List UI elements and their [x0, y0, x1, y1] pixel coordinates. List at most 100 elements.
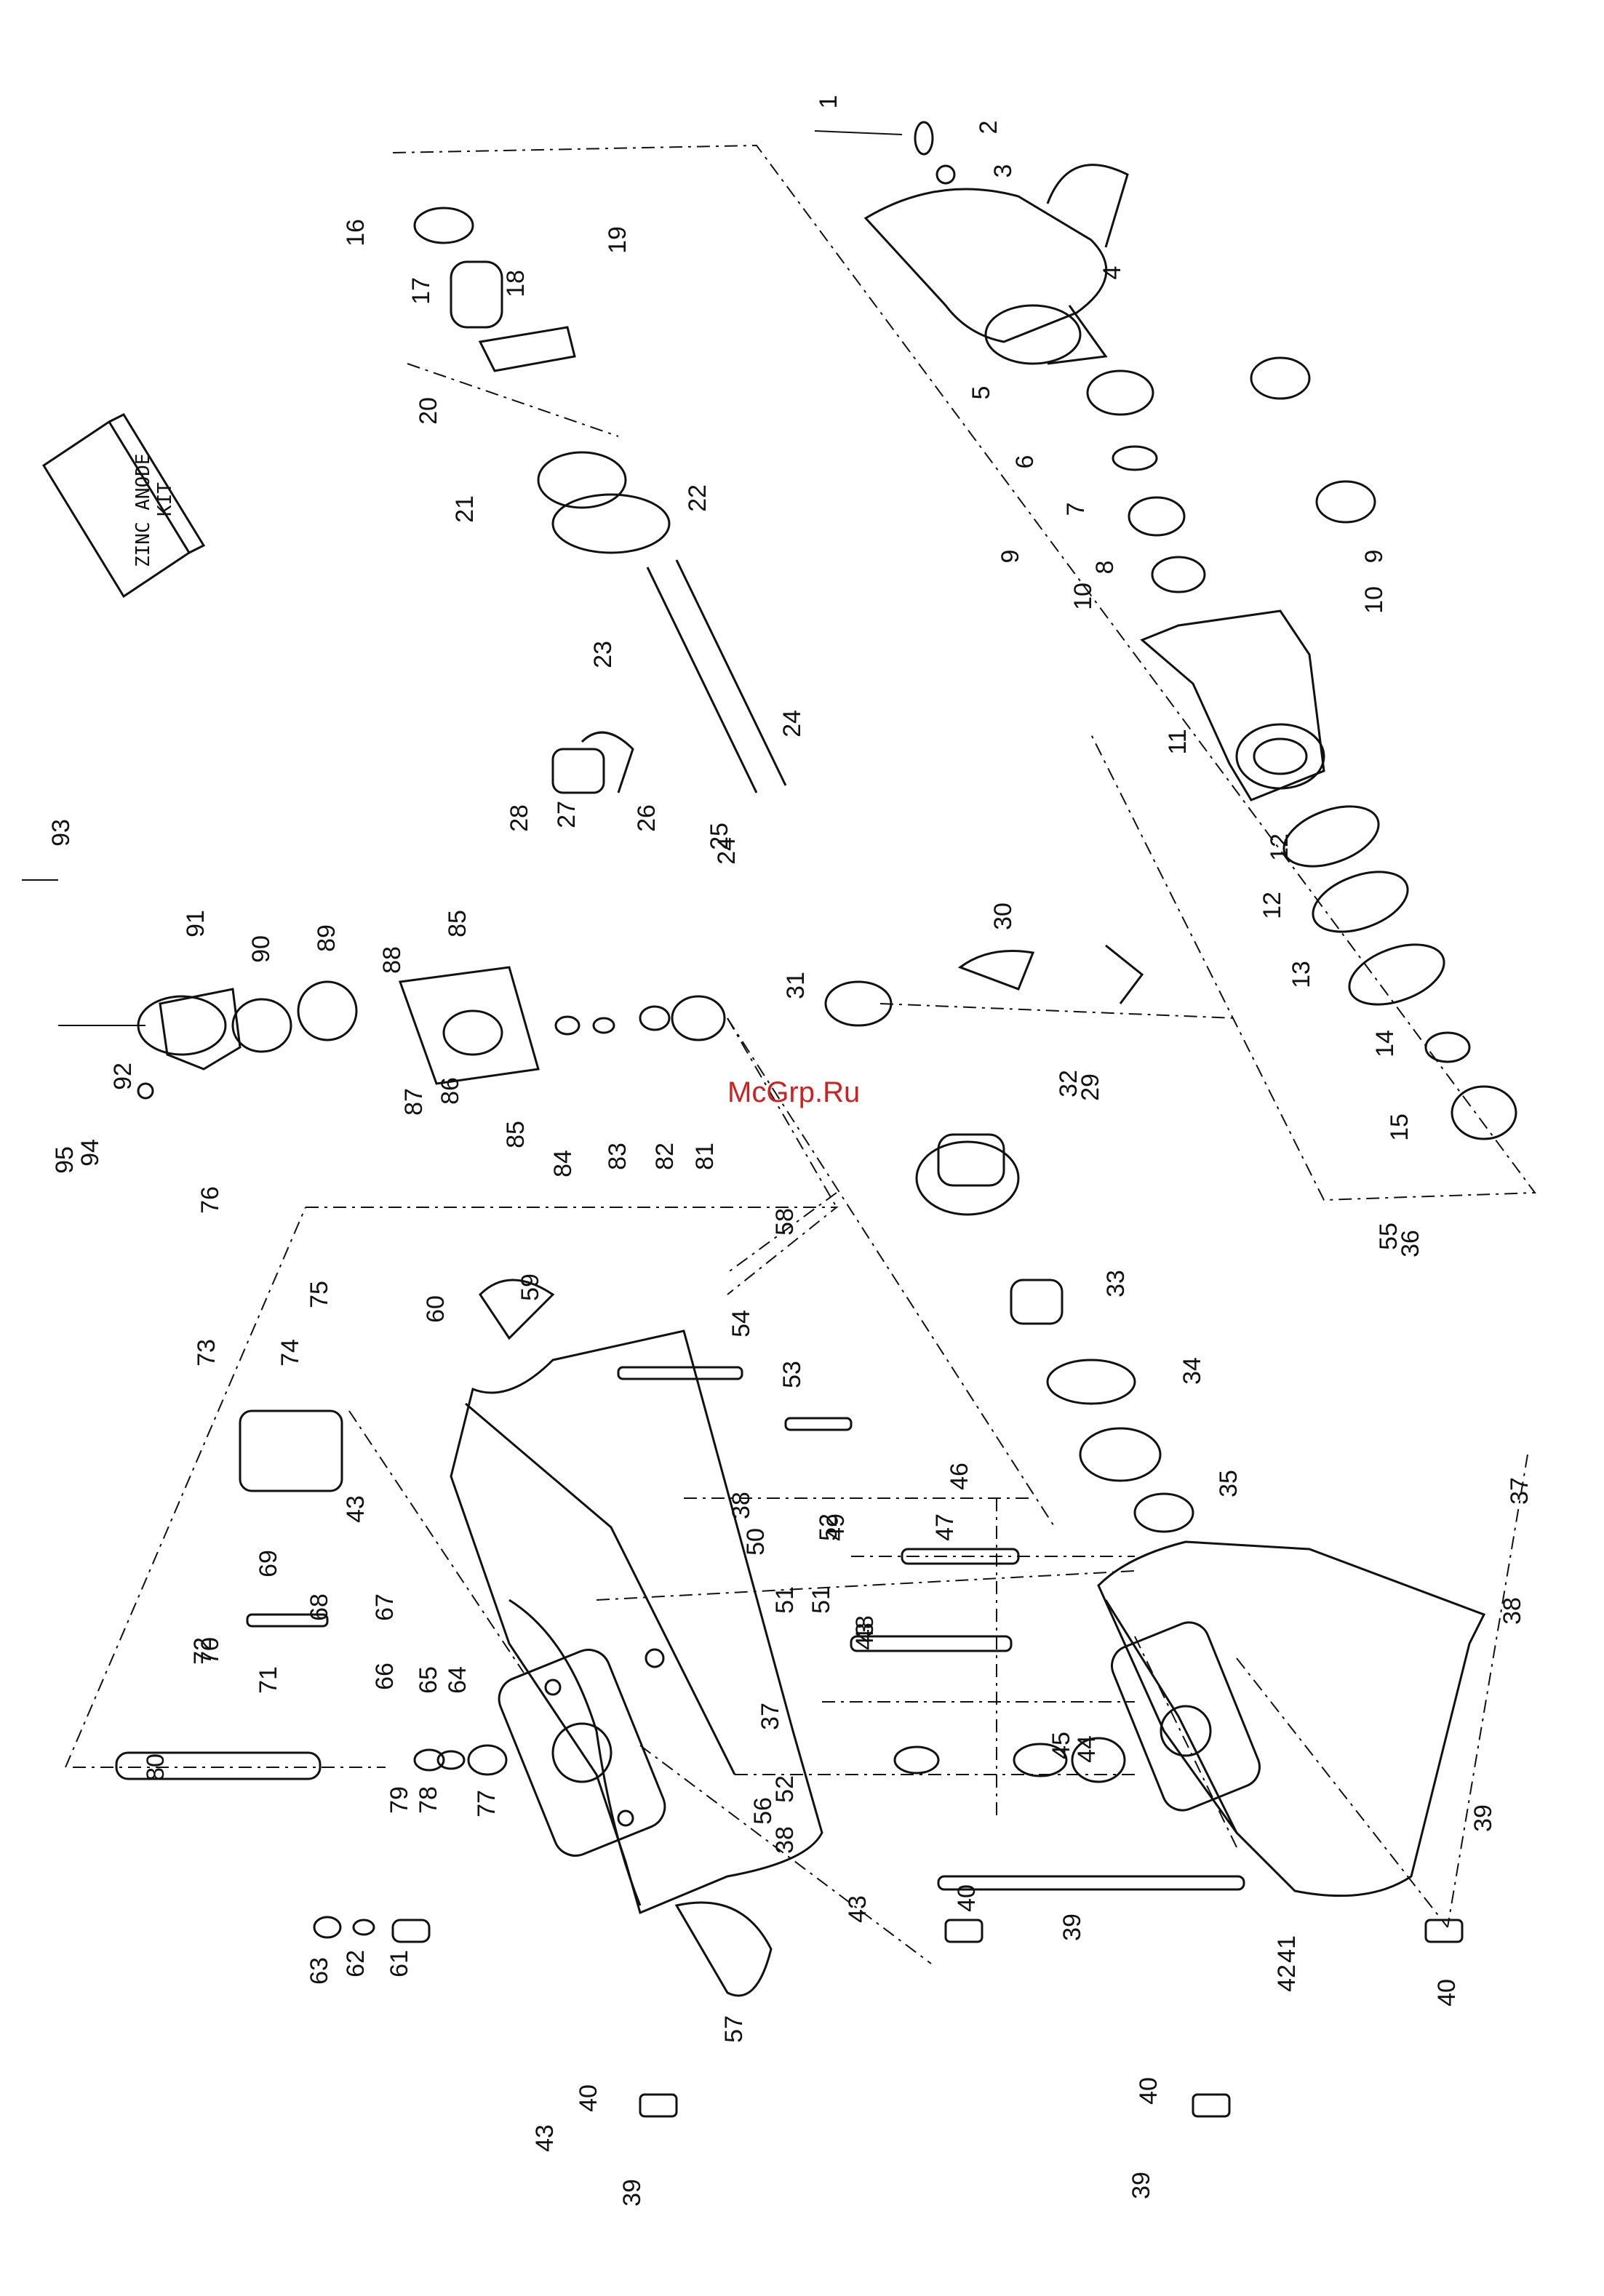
callout-28: 28 — [506, 804, 533, 832]
callout-38: 38 — [1499, 1597, 1526, 1625]
callout-38: 38 — [771, 1826, 799, 1854]
callout-25: 25 — [706, 823, 733, 850]
callout-94: 94 — [76, 1139, 104, 1167]
callout-40: 40 — [1135, 2077, 1162, 2105]
callout-32: 32 — [1055, 1070, 1082, 1097]
callout-43: 43 — [342, 1495, 370, 1523]
callout-63: 63 — [306, 1957, 333, 1985]
callout-5: 5 — [967, 386, 995, 400]
callout-39: 39 — [1469, 1804, 1497, 1832]
callout-24: 24 — [778, 710, 806, 737]
callout-36: 36 — [1397, 1230, 1424, 1257]
callout-87: 87 — [400, 1088, 428, 1116]
callout-43: 43 — [851, 1623, 879, 1650]
callout-33: 33 — [1102, 1270, 1130, 1297]
callout-13: 13 — [1288, 961, 1315, 988]
callout-27: 27 — [553, 801, 580, 828]
callout-17: 17 — [407, 277, 435, 305]
callout-67: 67 — [371, 1593, 399, 1621]
callout-92: 92 — [109, 1063, 137, 1090]
callout-1: 1 — [815, 95, 842, 109]
kit-box-label-line2: KIT — [154, 482, 176, 516]
callout-83: 83 — [604, 1143, 631, 1170]
callout-10: 10 — [1069, 583, 1097, 610]
callout-56: 56 — [749, 1797, 777, 1825]
callout-26: 26 — [633, 804, 661, 832]
callout-46: 46 — [946, 1463, 973, 1490]
callout-48: 48 — [851, 1615, 879, 1643]
callout-65: 65 — [415, 1666, 442, 1694]
callout-51: 51 — [807, 1586, 835, 1614]
callout-52: 52 — [815, 1513, 842, 1541]
callout-19: 19 — [604, 226, 631, 254]
callout-45: 45 — [1048, 1732, 1075, 1759]
callout-10: 10 — [1360, 586, 1388, 614]
callout-66: 66 — [371, 1663, 399, 1690]
callout-70: 70 — [196, 1637, 224, 1665]
gearcase-housing-right — [1097, 1540, 1486, 1897]
callout-2: 2 — [975, 121, 1002, 135]
callout-24: 24 — [713, 837, 741, 865]
callout-20: 20 — [415, 397, 442, 425]
water-pump — [22, 879, 726, 1100]
callout-30: 30 — [989, 903, 1017, 930]
callout-85: 85 — [444, 910, 471, 937]
callout-75: 75 — [306, 1281, 333, 1308]
callout-62: 62 — [342, 1950, 370, 1977]
callout-37: 37 — [1506, 1477, 1533, 1505]
callout-49: 49 — [822, 1513, 850, 1541]
callout-81: 81 — [691, 1143, 719, 1170]
callout-18: 18 — [502, 270, 530, 297]
callout-84: 84 — [549, 1150, 577, 1177]
callout-89: 89 — [313, 924, 340, 952]
callout-71: 71 — [255, 1666, 282, 1694]
callout-40: 40 — [1433, 1979, 1461, 2007]
callout-61: 61 — [386, 1950, 413, 1977]
callout-44: 44 — [1073, 1735, 1101, 1763]
callout-93: 93 — [47, 819, 75, 847]
callout-60: 60 — [422, 1295, 450, 1323]
callout-39: 39 — [618, 2179, 646, 2207]
assembly-guide-lines — [65, 144, 1536, 1964]
callout-69: 69 — [255, 1550, 282, 1577]
callout-77: 77 — [473, 1790, 500, 1817]
callout-82: 82 — [651, 1143, 679, 1170]
callout-3: 3 — [989, 164, 1017, 178]
callout-53: 53 — [778, 1361, 806, 1388]
lower-components — [115, 1279, 1464, 2118]
callout-31: 31 — [782, 972, 810, 999]
callout-54: 54 — [727, 1310, 755, 1337]
callout-80: 80 — [142, 1753, 169, 1781]
gear-train — [413, 207, 1194, 1533]
callout-39: 39 — [1058, 1913, 1086, 1941]
callout-95: 95 — [51, 1146, 79, 1174]
callout-76: 76 — [196, 1186, 224, 1214]
zinc-anode-kit-box: ZINC ANODE KIT — [41, 413, 206, 599]
propeller-assembly — [814, 121, 1129, 365]
callout-40: 40 — [953, 1884, 981, 1912]
callout-12: 12 — [1266, 833, 1293, 861]
callout-72: 72 — [189, 1637, 217, 1665]
callout-12: 12 — [1258, 892, 1286, 919]
callout-74: 74 — [276, 1339, 304, 1367]
callout-47: 47 — [931, 1513, 959, 1541]
callout-58: 58 — [771, 1208, 799, 1236]
callout-55: 55 — [1375, 1223, 1402, 1250]
callout-4: 4 — [1098, 266, 1126, 280]
callout-8: 8 — [1091, 561, 1119, 575]
callout-15: 15 — [1386, 1113, 1413, 1141]
callout-16: 16 — [342, 219, 370, 247]
callout-52: 52 — [771, 1775, 799, 1803]
callout-85: 85 — [502, 1121, 530, 1148]
callout-29: 29 — [1077, 1073, 1104, 1101]
callout-38: 38 — [727, 1492, 755, 1519]
callout-68: 68 — [306, 1593, 333, 1621]
callout-41: 41 — [1273, 1935, 1301, 1963]
callout-51: 51 — [771, 1586, 799, 1614]
callout-73: 73 — [193, 1339, 220, 1367]
callout-43: 43 — [531, 2124, 559, 2152]
callout-9: 9 — [997, 550, 1024, 564]
callout-59: 59 — [516, 1273, 544, 1301]
callout-43: 43 — [844, 1895, 871, 1923]
